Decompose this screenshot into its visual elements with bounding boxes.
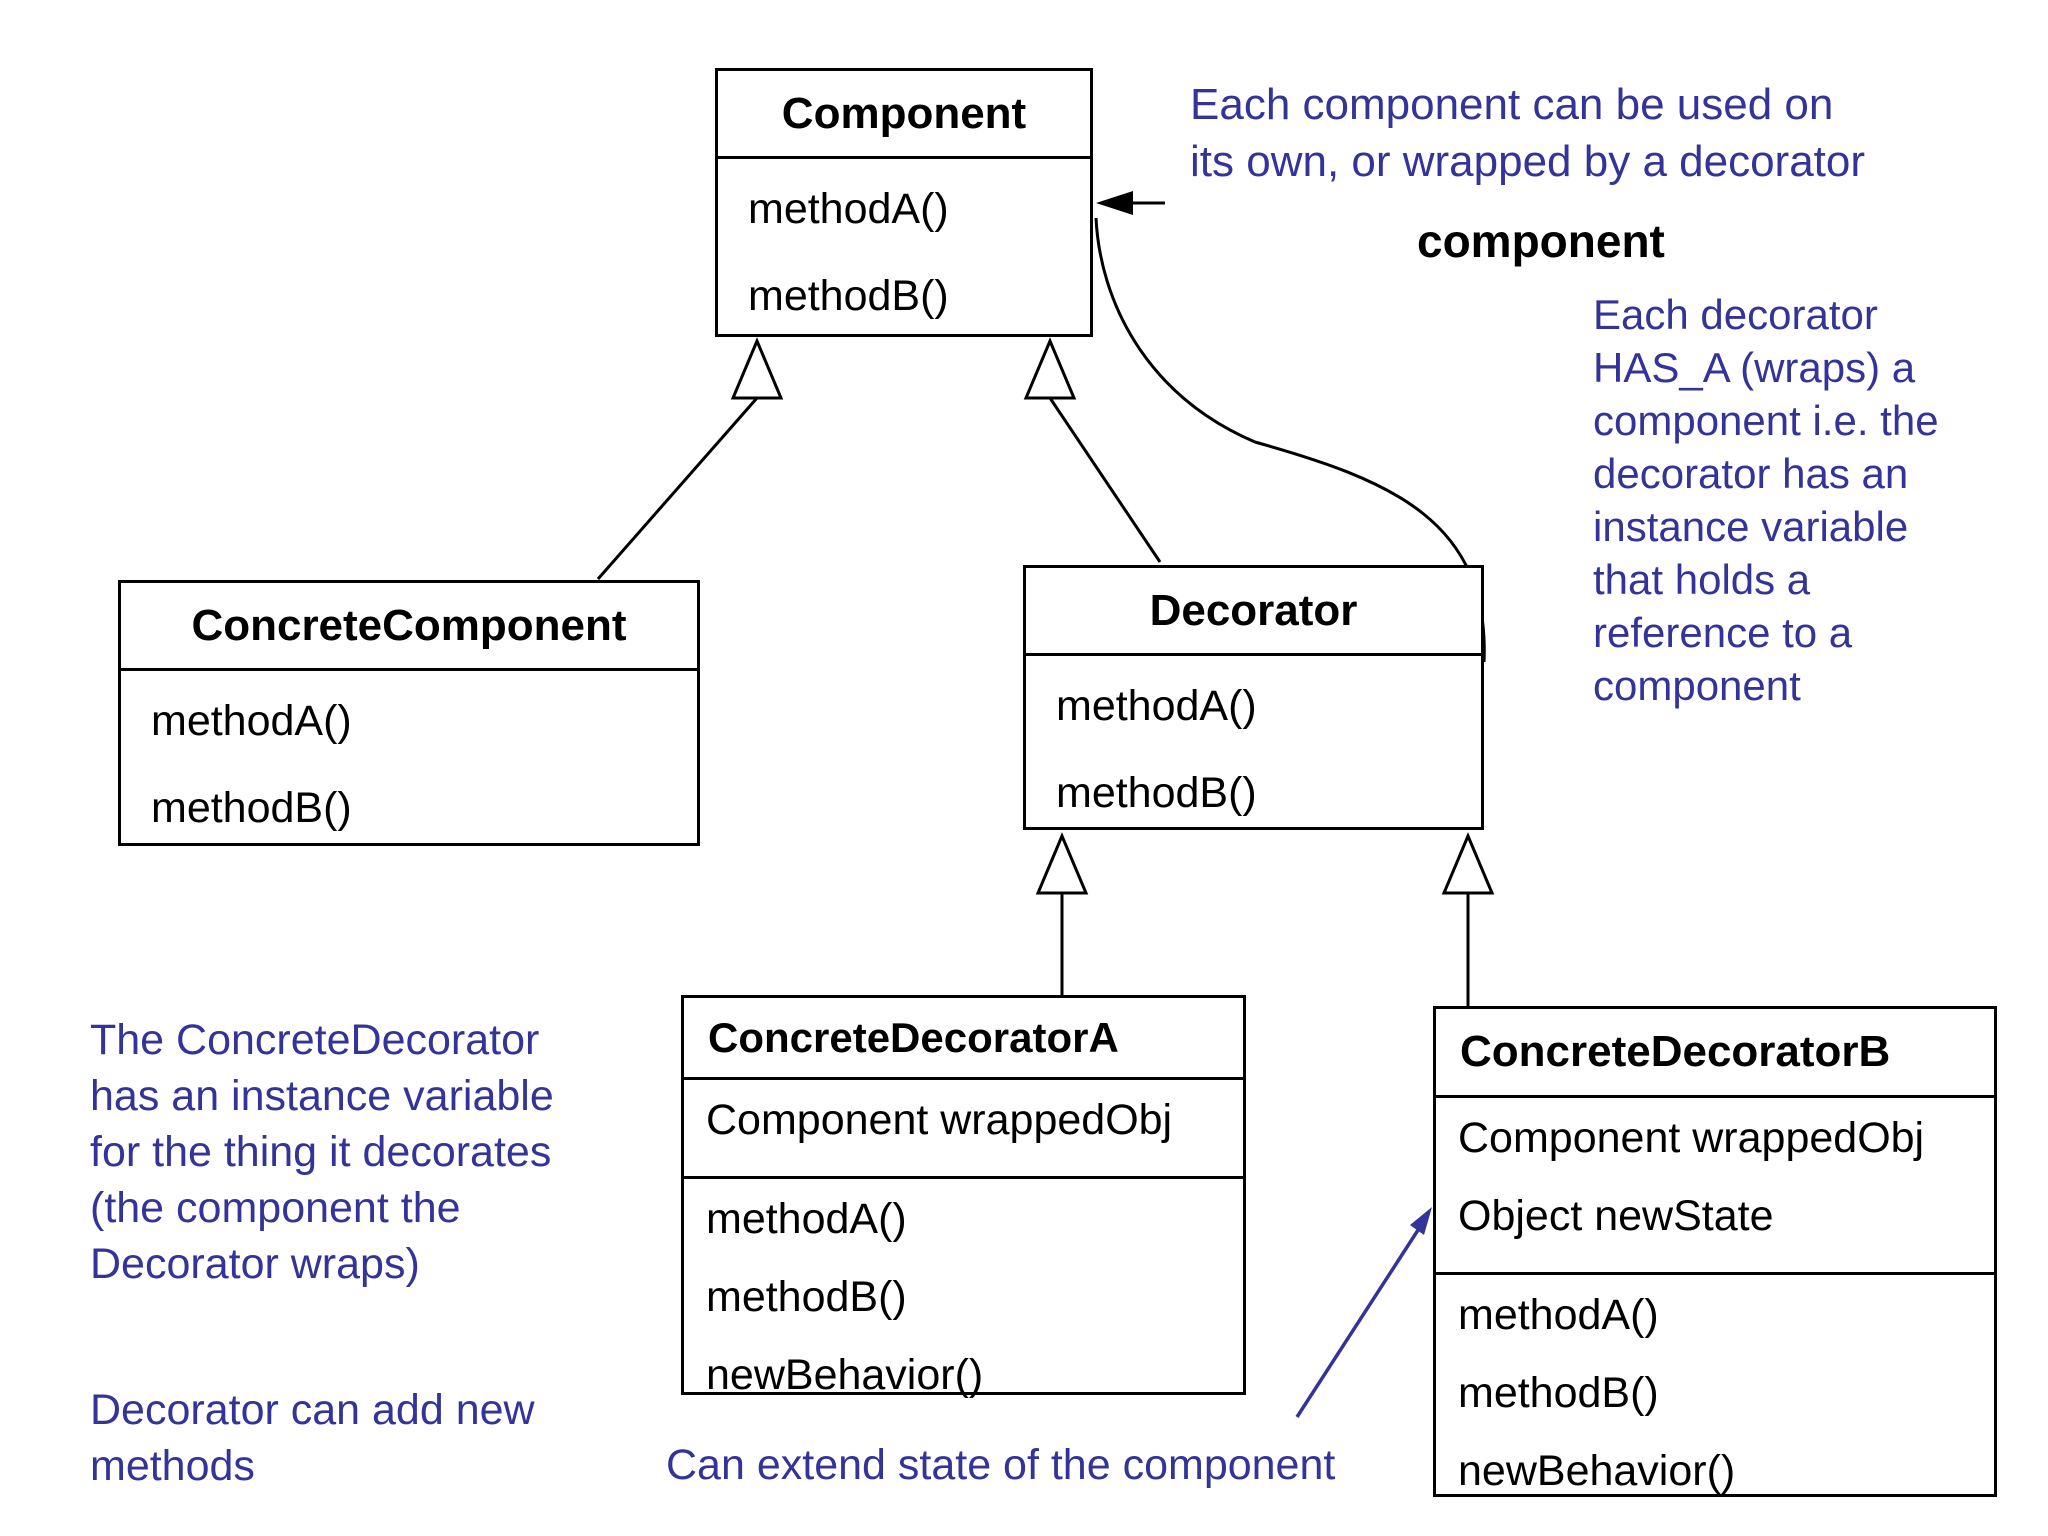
class-method: newBehavior(): [1458, 1447, 1736, 1495]
component-reference-label: component: [1417, 215, 1665, 267]
class-method: methodB(): [1056, 769, 1257, 817]
class-method: methodA(): [1458, 1291, 1659, 1339]
class-decorator: Decorator methodA() methodB(): [1023, 565, 1484, 830]
class-concrete-component: ConcreteComponent methodA() methodB(): [118, 580, 700, 846]
class-field: Component wrappedObj: [706, 1096, 1173, 1144]
extend-state-arrow-line: [1295, 1226, 1422, 1418]
class-field: Component wrappedObj: [1458, 1114, 1925, 1162]
inheritance-triangle-icon: [730, 337, 784, 400]
annotation-add-methods: Decorator can add new methods: [90, 1386, 535, 1490]
class-method: newBehavior(): [706, 1351, 984, 1399]
fields-section: Component wrappedObj: [684, 1077, 1243, 1176]
class-title-concrete-decorator-b: ConcreteDecoratorB: [1460, 1027, 1891, 1076]
inheritance-triangle-icon: [1441, 832, 1495, 895]
class-method: methodA(): [706, 1195, 907, 1243]
annotation-has-a: Each decorator HAS_A (wraps) a component…: [1593, 291, 1939, 709]
has-a-curve: [1094, 217, 1486, 663]
fields-section: Component wrappedObj Object newState: [1436, 1095, 1994, 1272]
methods-section: methodA() methodB() newBehavior(): [1436, 1272, 1994, 1527]
methods-section: methodA() methodB(): [1026, 653, 1481, 858]
class-title-component: Component: [781, 88, 1027, 138]
class-method: methodB(): [706, 1273, 907, 1321]
class-title-decorator: Decorator: [1149, 585, 1358, 635]
methods-section: methodA() methodB(): [718, 156, 1090, 361]
class-method: methodA(): [151, 697, 352, 745]
methods-section: methodA() methodB() newBehavior(): [684, 1176, 1243, 1431]
class-component: Component methodA() methodB(): [715, 68, 1093, 337]
methods-section: methodA() methodB(): [121, 668, 697, 873]
annotation-concrete-decorator: The ConcreteDecorator has an instance va…: [90, 1016, 554, 1288]
class-method: methodB(): [748, 272, 949, 320]
inheritance-triangle-icon: [1023, 337, 1077, 400]
class-concrete-decorator-a: ConcreteDecoratorA Component wrappedObj …: [681, 995, 1246, 1397]
class-method: methodB(): [1458, 1369, 1659, 1417]
inheritance-triangle-icon: [1035, 832, 1089, 895]
class-title-concrete-decorator-a: ConcreteDecoratorA: [708, 1013, 1119, 1061]
extend-state-arrowhead-icon: [1410, 1207, 1432, 1235]
annotation-extend-state: Can extend state of the component: [666, 1441, 1336, 1489]
class-method: methodA(): [1056, 682, 1257, 730]
class-method: methodB(): [151, 784, 352, 832]
inheritance-line-concretecomponent: [596, 397, 759, 580]
class-field: Object newState: [1458, 1192, 1774, 1240]
inheritance-line-decorator: [1048, 397, 1162, 563]
annotation-component-usage: Each component can be used on its own, o…: [1190, 80, 1866, 186]
class-concrete-decorator-b: ConcreteDecoratorB Component wrappedObj …: [1433, 1006, 1997, 1497]
component-arrowhead-icon: [1096, 191, 1133, 215]
class-method: methodA(): [748, 185, 949, 233]
class-title-concrete-component: ConcreteComponent: [191, 600, 627, 650]
